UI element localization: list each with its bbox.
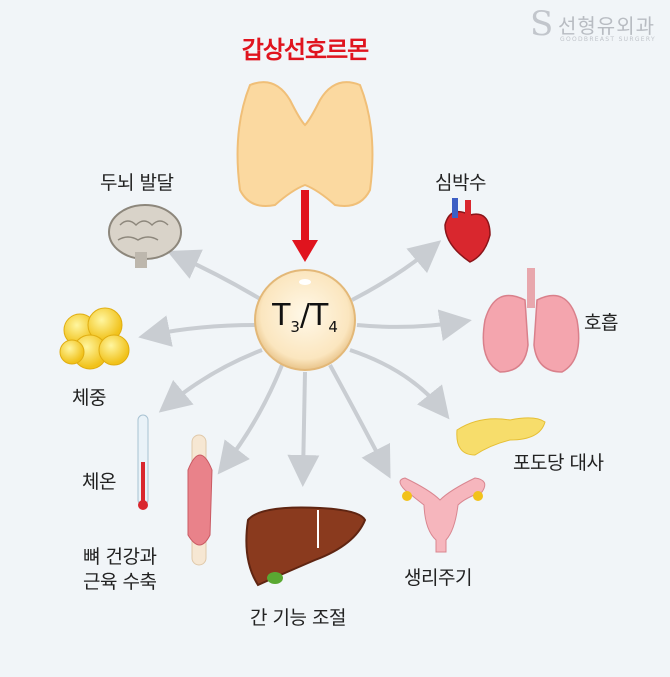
label-brain-development: 두뇌 발달 xyxy=(100,172,174,194)
lungs-icon xyxy=(482,268,580,373)
thyroid-icon xyxy=(236,81,374,207)
arrow-brain xyxy=(167,249,264,302)
label-muscle-contraction: 근육 수축 xyxy=(83,571,157,593)
label-respiration: 호흡 xyxy=(584,312,618,334)
hub-highlight xyxy=(299,279,311,285)
label-glucose-metabolism: 포도당 대사 xyxy=(513,452,604,474)
fat-cells-icon xyxy=(59,307,130,370)
arrow-lungs xyxy=(356,309,472,341)
arrow-weight xyxy=(138,315,256,347)
label-heart-rate: 심박수 xyxy=(435,172,486,194)
pancreas-icon xyxy=(456,417,546,456)
bone-muscle-icon xyxy=(187,434,213,566)
logo-swan-icon: S xyxy=(530,4,554,44)
label-liver-function: 간 기능 조절 xyxy=(250,607,346,629)
t3-letter: T xyxy=(272,298,291,333)
label-body-temperature: 체온 xyxy=(82,471,116,493)
logo-name-ko: 선형유외과 xyxy=(558,14,655,38)
diagram-title: 갑상선호르몬 xyxy=(241,36,369,64)
logo-name-en: GOODBREAST SURGERY xyxy=(560,36,656,43)
arrow-temperature xyxy=(158,348,263,413)
t4-subscript: 4 xyxy=(328,318,338,336)
brain-icon xyxy=(108,204,182,268)
label-menstrual-cycle: 생리주기 xyxy=(404,567,472,589)
uterus-icon xyxy=(399,477,486,553)
t3-subscript: 3 xyxy=(290,318,300,336)
t4-letter: T xyxy=(310,298,329,333)
arrow-bone xyxy=(217,364,284,475)
hormone-hub-circle xyxy=(254,269,356,371)
liver-icon xyxy=(245,506,367,587)
label-weight: 체중 xyxy=(72,387,106,409)
arrow-heart xyxy=(351,240,442,302)
hub-slash: / xyxy=(299,298,311,333)
clinic-logo: S 선형유외과 GOODBREAST SURGERY xyxy=(528,4,663,46)
hormone-hub-label: T3/T4 xyxy=(255,298,355,336)
heart-icon xyxy=(444,198,491,263)
thermometer-icon xyxy=(137,414,149,510)
label-bone-health: 뼈 건강과 xyxy=(83,546,157,568)
arrow-glucose xyxy=(349,348,450,420)
arrow-menstrual xyxy=(328,364,391,479)
thyroid-arrow-head xyxy=(292,240,318,262)
arrows xyxy=(138,240,472,487)
arrow-liver xyxy=(287,371,320,487)
